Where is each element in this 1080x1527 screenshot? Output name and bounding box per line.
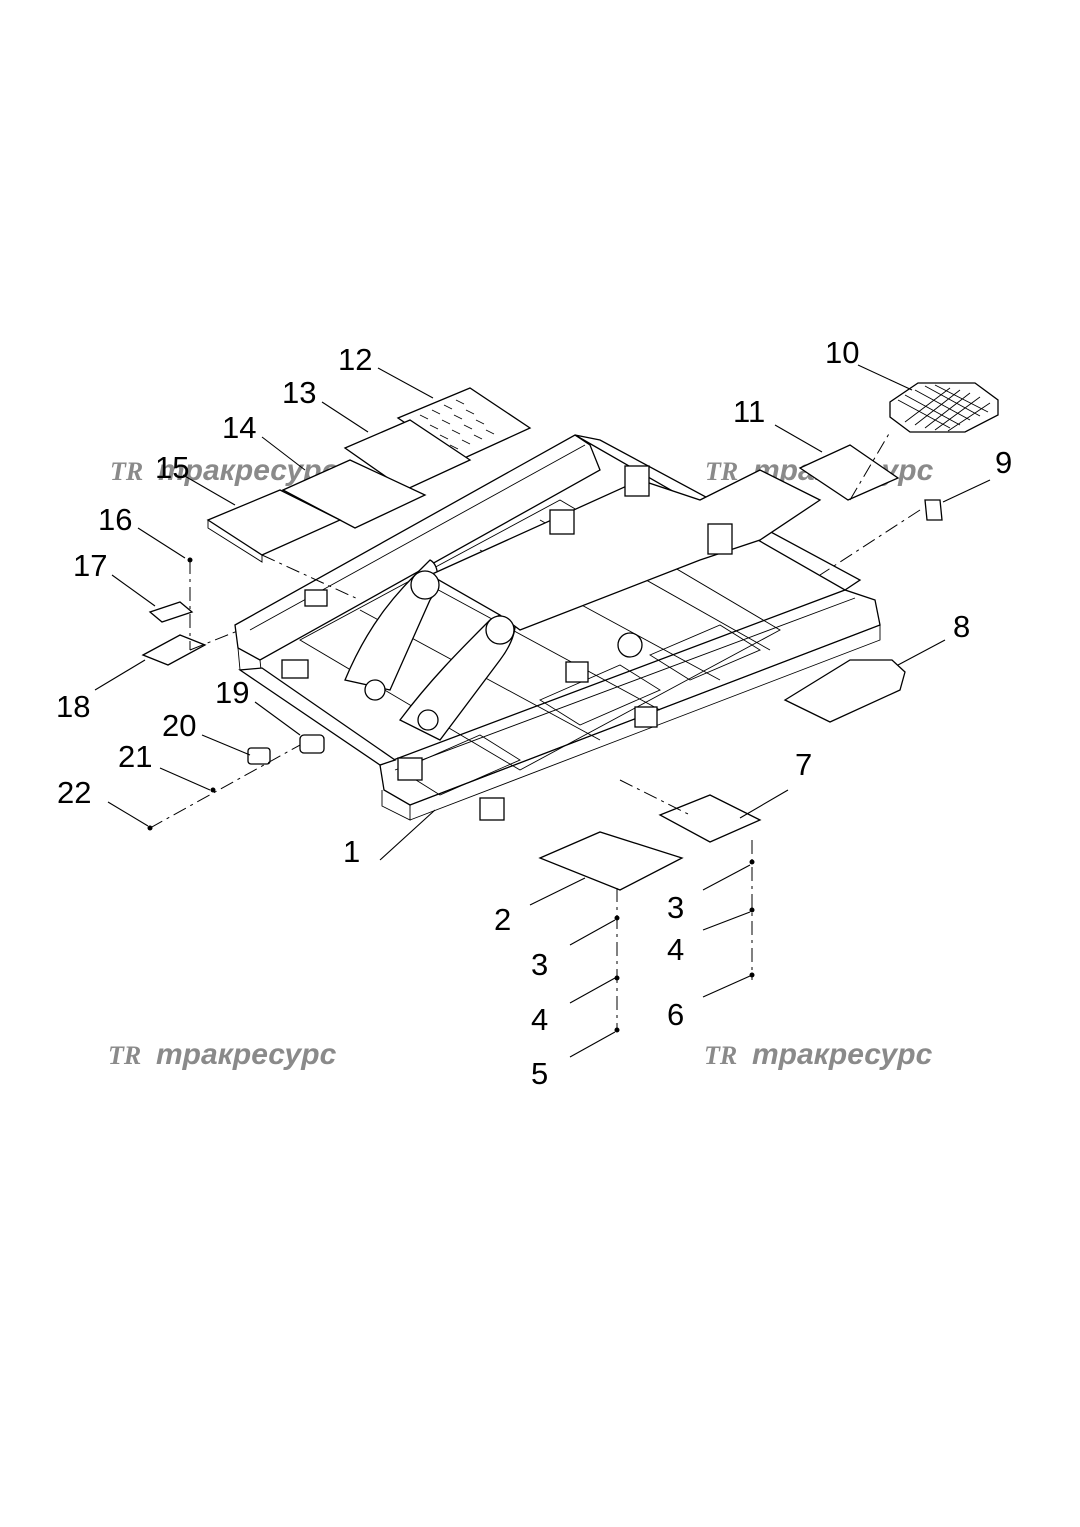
side-cover-8 [783, 659, 906, 723]
under-plate-2 [538, 831, 684, 891]
callout-13: 13 [282, 375, 316, 410]
callout-15: 15 [155, 450, 189, 485]
main-frame [234, 434, 881, 821]
bracket-17 [148, 601, 194, 623]
callout-4-left: 4 [531, 1002, 548, 1037]
bracket-18 [141, 634, 207, 666]
cover-20 [247, 747, 271, 765]
callout-16: 16 [98, 502, 132, 537]
callout-14: 14 [222, 410, 256, 445]
leader-lines [94, 364, 991, 1058]
cover-plate-15 [206, 489, 342, 556]
callout-8: 8 [953, 609, 970, 644]
watermark-text: тракресурс [156, 1038, 337, 1071]
gasket-19 [299, 734, 325, 754]
callout-21: 21 [118, 739, 152, 774]
callout-2: 2 [494, 902, 511, 937]
callout-10: 10 [825, 335, 859, 370]
callout-5: 5 [531, 1056, 548, 1091]
callout-3-left: 3 [531, 947, 548, 982]
fasteners [147, 557, 755, 1033]
callout-19: 19 [215, 675, 249, 710]
watermark-logo: TR [705, 457, 738, 486]
callout-numbers: 1 2 3 3 4 4 5 6 7 8 9 10 11 12 13 14 15 … [56, 335, 1012, 1091]
callout-6: 6 [667, 997, 684, 1032]
watermark-logo: TR [110, 457, 143, 486]
watermark-logo: TR [108, 1041, 141, 1070]
cover-plate-11 [798, 444, 900, 501]
callout-22: 22 [57, 775, 91, 810]
watermark-bottom-right: TR тракресурс [704, 1038, 933, 1071]
under-plate-7 [658, 794, 762, 843]
callout-20: 20 [162, 708, 196, 743]
mesh-grill-10 [889, 382, 999, 433]
callout-4-right: 4 [667, 932, 684, 967]
callout-17: 17 [73, 548, 107, 583]
callout-3-right: 3 [667, 890, 684, 925]
watermark-logo: TR [704, 1041, 737, 1070]
cover-plate-12 [396, 387, 532, 461]
watermark-text: тракресурс [752, 1038, 933, 1071]
callout-1: 1 [343, 834, 360, 869]
callout-9: 9 [995, 445, 1012, 480]
frame-front-cross [238, 667, 397, 766]
callout-12: 12 [338, 342, 372, 377]
callout-11: 11 [733, 394, 765, 429]
assembly-lines [149, 431, 921, 1030]
callout-7: 7 [795, 747, 812, 782]
callout-18: 18 [56, 689, 90, 724]
watermark-bottom-left: TR тракресурс [108, 1038, 337, 1071]
part-9-pad [924, 499, 943, 521]
